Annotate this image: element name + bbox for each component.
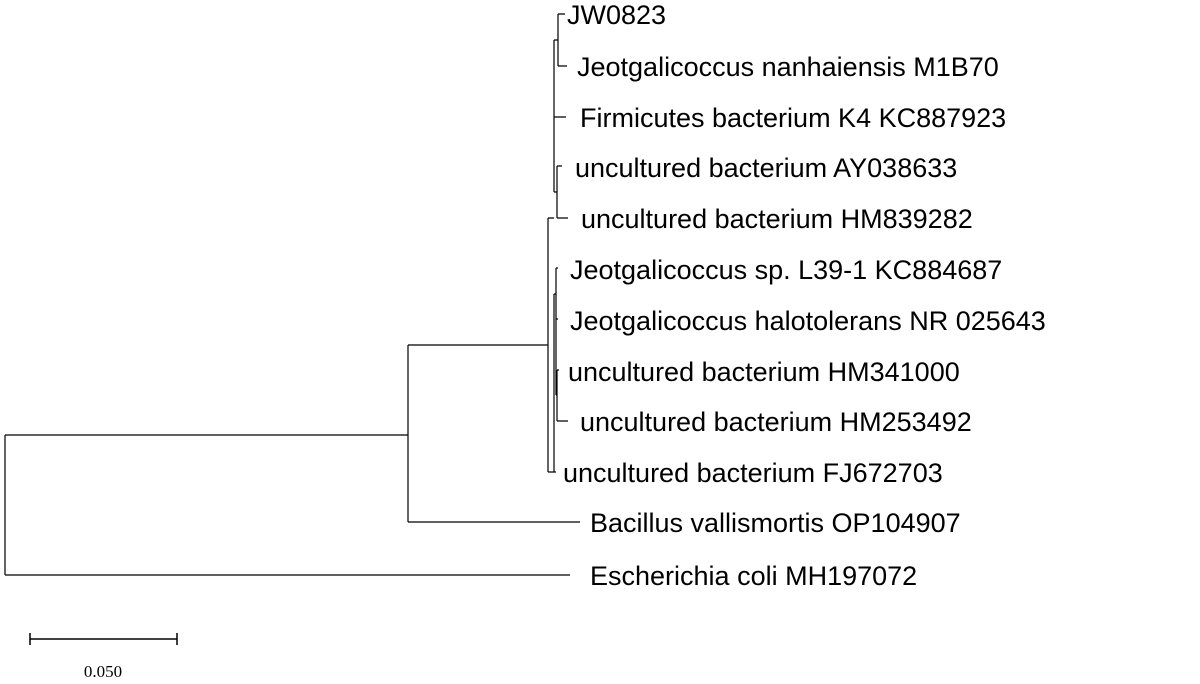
taxon-label: Escherichia coli MH197072: [590, 561, 917, 591]
branch-root: [4, 434, 570, 576]
taxon-label: Bacillus vallismortis OP104907: [590, 508, 961, 538]
tree-branches: [4, 13, 580, 576]
taxon-label: Jeotgalicoccus halotolerans NR 025643: [570, 306, 1046, 336]
taxon-label: Jeotgalicoccus nanhaiensis M1B70: [577, 52, 999, 82]
taxon-label: uncultured bacterium HM253492: [580, 407, 972, 437]
branch-hm-pair: [556, 369, 568, 422]
taxon-label: Jeotgalicoccus sp. L39-1 KC884687: [570, 255, 1002, 285]
taxon-label: uncultured bacterium HM341000: [568, 357, 960, 387]
scale-bar: 0.050: [29, 633, 178, 681]
taxon-label: uncultured bacterium AY038633: [575, 153, 957, 183]
branch-lower-subclade: [554, 267, 558, 395]
branch-main-clade: [547, 217, 554, 473]
branch-ay-hm839-pair: [556, 165, 568, 219]
taxon-labels: JW0823 Jeotgalicoccus nanhaiensis M1B70 …: [563, 0, 1046, 591]
scale-bar-label: 0.050: [84, 662, 122, 681]
taxon-label: uncultured bacterium HM839282: [581, 204, 973, 234]
branch-lower-clade: [553, 294, 556, 473]
branch-ingroup-node: [407, 344, 580, 523]
branch-jw0823-pair: [557, 13, 567, 67]
taxon-label: uncultured bacterium FJ672703: [563, 458, 943, 488]
scale-bar-line: [29, 633, 178, 645]
branch-upper-clade: [553, 39, 566, 193]
taxon-label: Firmicutes bacterium K4 KC887923: [580, 103, 1006, 133]
taxon-label: JW0823: [567, 0, 666, 30]
